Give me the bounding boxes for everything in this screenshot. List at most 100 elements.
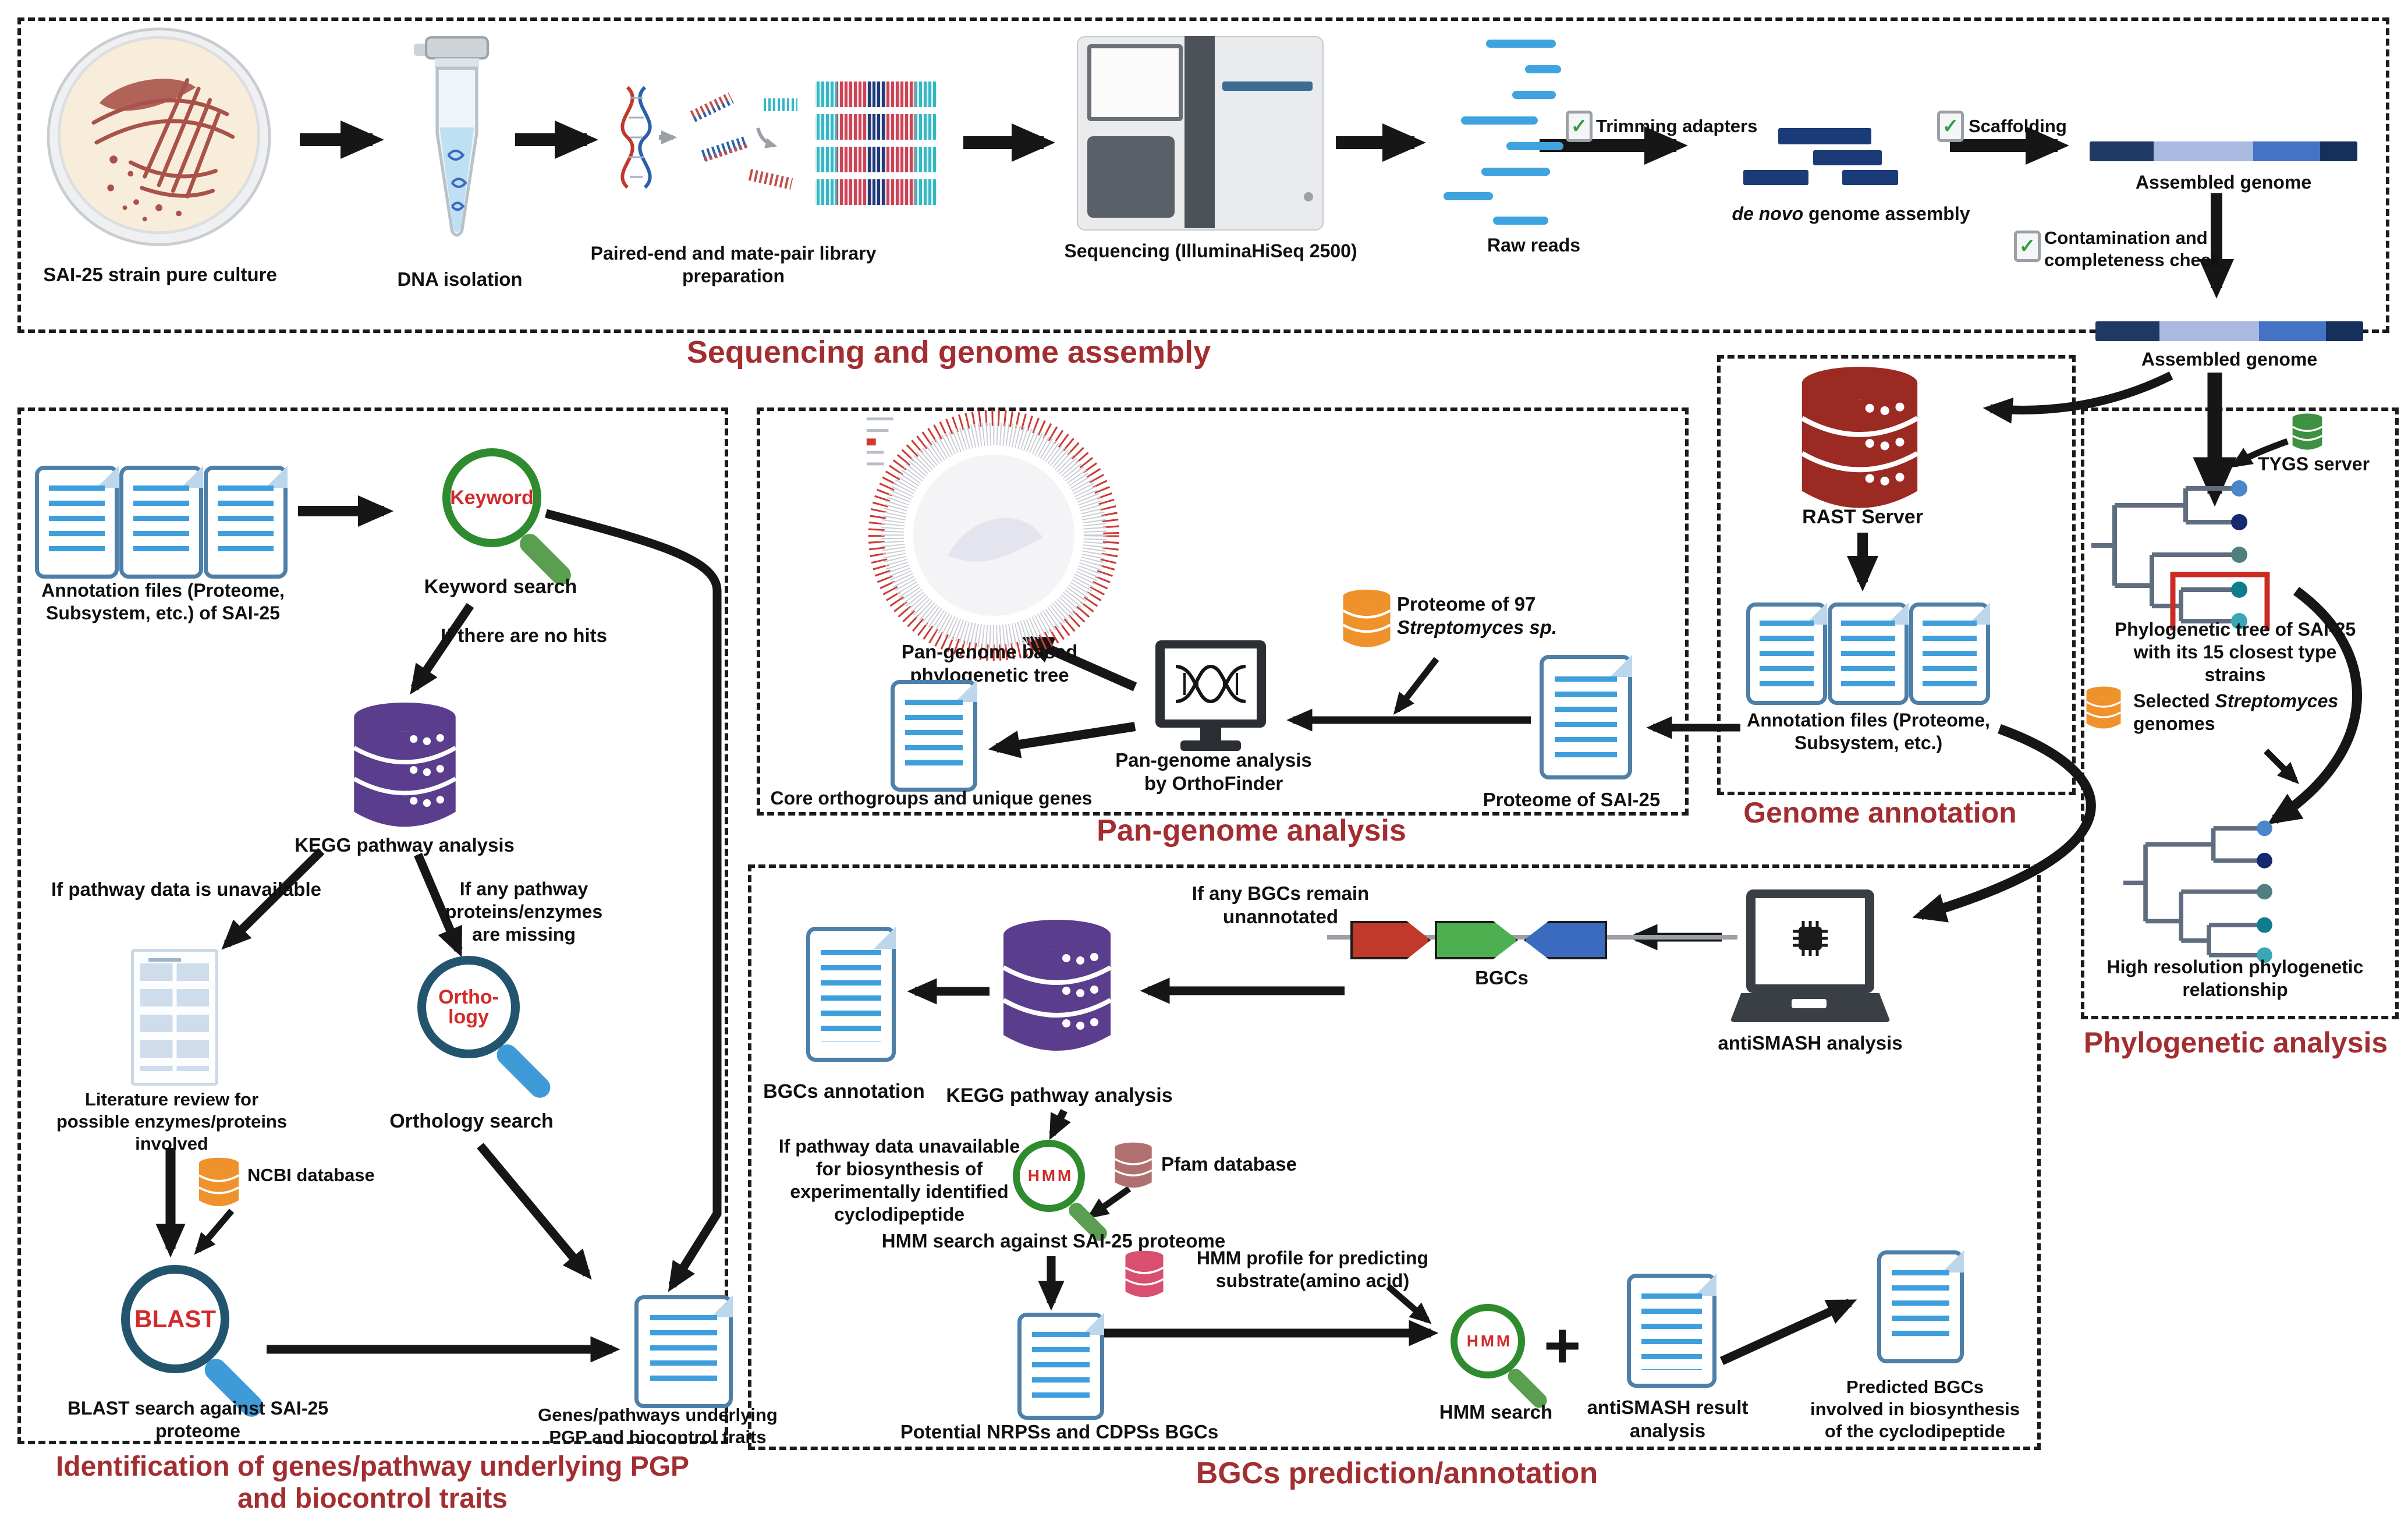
keyword-search-label: Keyword search: [424, 576, 577, 598]
arrow-profile-join: [1386, 1284, 1432, 1324]
annotation-files-sai25-label: Annotation files (Proteome, Subsystem, e…: [41, 580, 285, 624]
kegg-analysis-label: KEGG pathway analysis: [295, 834, 515, 856]
pathway-unavailable-cyclo-label: If pathway data unavailable for biosynth…: [778, 1136, 1020, 1225]
hmm-search-proteome-label: HMM search against SAI-25 proteome: [881, 1230, 1226, 1252]
proteins-missing-label: If any pathway proteins/enzymes are miss…: [445, 878, 603, 945]
hmm-profile-database-icon: [1125, 1250, 1164, 1298]
arrow-p97-join: [1393, 657, 1439, 715]
annotation-files2-label: Annotation files (Proteome, Subsystem, e…: [1747, 710, 1990, 754]
tygs-server-icon: [2292, 413, 2323, 450]
orthology-search-label: Orthology search: [389, 1110, 554, 1132]
arrow-kegg-to-orthology: [414, 853, 463, 958]
arrow-tygs-join: [2230, 438, 2289, 468]
genes-pathways-doc: [634, 1295, 733, 1408]
pangenome-title: Pan-genome analysis: [1097, 814, 1406, 848]
arrow-pfam-to-hmm: [1086, 1186, 1132, 1219]
tree-highlight-box: [2170, 572, 2270, 630]
bgcs-annotation-doc: [806, 927, 896, 1062]
genes-pathways-label: Genes/pathways underlying PGP and biocon…: [538, 1405, 778, 1447]
contamination-check-icon: [2014, 231, 2041, 262]
assembled-genome-label-1: Assembled genome: [2135, 172, 2312, 193]
library-bar-2: [815, 114, 937, 140]
arrow-genome2-to-rast: [1983, 371, 2173, 424]
predicted-bgcs-label: Predicted BGCs involved in biosynthesis …: [1810, 1377, 2020, 1441]
proteome-sai25-label: Proteome of SAI-25: [1483, 789, 1661, 810]
predicted-bgcs-doc: [1877, 1250, 1964, 1363]
annotation-title: Genome annotation: [1743, 796, 2017, 829]
blast-search-label: BLAST search against SAI-25 proteome: [67, 1398, 329, 1442]
dna-isolation-tube-icon: [413, 36, 490, 237]
annotation-file-doc-3: [204, 466, 288, 579]
antismash-result-label: antiSMASH result analysis: [1587, 1397, 1749, 1442]
scaffolding-check-icon: [1937, 111, 1964, 142]
selected-genomes-database-icon: [2086, 686, 2122, 729]
core-orthogroups-label: Core orthogroups and unique genes: [770, 788, 1093, 809]
selected-genomes-label: Selected Streptomyces genomes: [2133, 690, 2339, 735]
denovo-assembly-label: de novo genome assembly: [1732, 203, 1970, 224]
dna-isolation-label: DNA isolation: [397, 268, 523, 290]
identification-section-box: [17, 407, 728, 1444]
annotation-file-doc-2: [119, 466, 203, 579]
assembled-genome-bar-2: [2095, 321, 2363, 341]
orthology-magnifier-icon: Ortho-logy: [417, 956, 555, 1103]
kegg-database-icon: [353, 702, 457, 827]
ncbi-database-label: NCBI database: [247, 1165, 375, 1185]
phylo-tree-2-icon: [2123, 820, 2272, 963]
petri-dish-icon: [47, 27, 271, 246]
assembled-genome-label-2: Assembled genome: [2141, 349, 2318, 370]
annotation-files2-doc-1: [1746, 602, 1827, 705]
arrow-ncbi-to-blast: [194, 1208, 235, 1255]
hmm-magnifier-2-icon: H M M: [1451, 1304, 1550, 1411]
ncbi-database-icon: [198, 1157, 240, 1207]
proteome-97-database-icon: [1342, 589, 1391, 647]
pangenome-tree-label: Pan-genome based phylogenetic tree: [901, 641, 1078, 686]
high-resolution-label: High resolution phylogenetic relationshi…: [2106, 956, 2364, 1001]
pfam-database-label: Pfam database: [1161, 1153, 1297, 1175]
sequencer-icon: [1077, 36, 1324, 231]
potential-nrps-label: Potential NRPSs and CDPSs BGCs: [900, 1421, 1219, 1442]
bgcs-annotation-label: BGCs annotation: [763, 1080, 925, 1103]
arrow-orthology-to-genes-doc: [477, 1143, 592, 1280]
rast-server-label: RAST Server: [1802, 506, 1923, 528]
assembled-genome-bar-1: [2090, 141, 2357, 161]
annotation-files2-doc-2: [1828, 602, 1909, 705]
pathway-unavailable-label: If pathway data is unavailable: [51, 878, 321, 900]
library-bar-3: [815, 147, 937, 172]
library-bar-4: [815, 179, 937, 205]
keyword-magnifier-icon: Keyword: [442, 448, 575, 589]
library-prep-icon: [620, 86, 797, 190]
literature-review-label: Literature review for possible enzymes/p…: [56, 1089, 288, 1154]
orthofinder-label: Pan-genome analysis by OrthoFinder: [1115, 749, 1312, 795]
sequencing-title: Sequencing and genome assembly: [686, 335, 1211, 370]
arrow-kegg-down-to-hmm: [1049, 1109, 1071, 1140]
arrow-tree1-swoosh-to-tree2: [2267, 587, 2362, 825]
trimming-label: Trimming adapters: [1596, 116, 1758, 136]
arrow-annotation-to-antismash: [1912, 724, 2096, 923]
bgcs-section-box: [748, 864, 2041, 1450]
antismash-analysis-label: antiSMASH analysis: [1718, 1032, 1903, 1054]
rast-server-icon: [1800, 367, 1919, 508]
kegg-database2-icon: [1002, 920, 1112, 1051]
annotation-file-doc-1: [35, 466, 119, 579]
raw-reads-label: Raw reads: [1487, 235, 1581, 256]
hmm-magnifier-1-icon: H M M: [1013, 1140, 1111, 1245]
pfam-database-icon: [1114, 1142, 1152, 1188]
annotation-files2-doc-3: [1909, 602, 1990, 705]
arrow-antismash-result-to-predicted: [1719, 1299, 1857, 1365]
trimming-check-icon: [1566, 111, 1593, 142]
phylogenetic-section-box: [2081, 407, 2399, 1019]
identification-title: Identification of genes/pathway underlyi…: [55, 1451, 690, 1515]
pangenome-section-box: [757, 407, 1689, 816]
scaffolding-label: Scaffolding: [1969, 116, 2067, 136]
kegg-analysis2-label: KEGG pathway analysis: [946, 1084, 1173, 1107]
antismash-result-doc: [1627, 1274, 1717, 1388]
contamination-label: Contamination and completeness check: [2044, 228, 2221, 270]
arrow-selected-join: [2264, 749, 2300, 785]
phylo-tree-1-label: Phylogenetic tree of SAI-25 with its 15 …: [2114, 619, 2356, 686]
bgcs-cluster-label: BGCs: [1475, 967, 1529, 988]
blast-magnifier-icon: BLAST: [121, 1265, 268, 1422]
arrow-monitor-to-core-doc: [988, 722, 1136, 758]
library-bar-1: [815, 81, 937, 107]
